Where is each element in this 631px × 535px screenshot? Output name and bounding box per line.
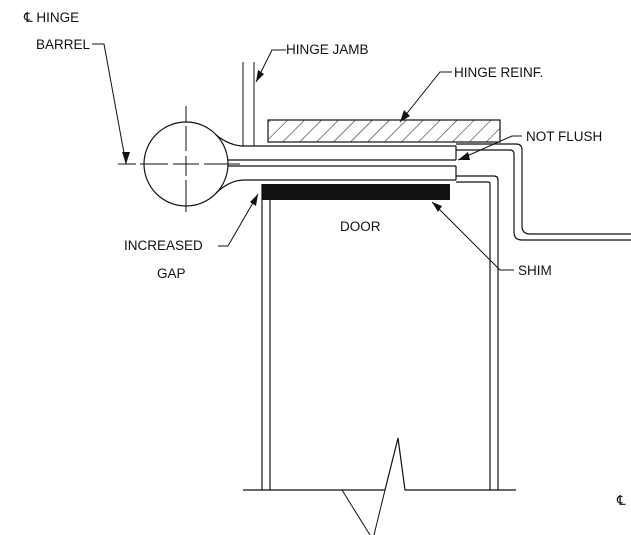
label-hinge-barrel-line2: BARREL: [36, 37, 91, 52]
label-hinge-reinf: HINGE REINF.: [454, 65, 543, 80]
door: [261, 184, 271, 490]
leader-lines: [92, 43, 522, 271]
label-increased-gap-line2: GAP: [157, 266, 186, 281]
label-not-flush: NOT FLUSH: [526, 129, 602, 144]
hinge-reinforcement: [267, 119, 501, 143]
frame-profile: [456, 143, 631, 490]
hinge-barrel: [118, 106, 240, 212]
label-hinge-jamb: HINGE JAMB: [286, 42, 369, 57]
shim: [262, 184, 450, 200]
hinge-jamb: [242, 62, 255, 146]
break-line: [243, 437, 516, 535]
label-door: DOOR: [340, 219, 381, 234]
label-increased-gap-line1: INCREASED: [124, 238, 203, 253]
label-centerline-symbol: ℄: [616, 493, 626, 508]
label-shim: SHIM: [518, 263, 552, 278]
hinge-leaves: [215, 134, 457, 194]
label-hinge-barrel-line1: ℄ HINGE: [23, 10, 79, 25]
